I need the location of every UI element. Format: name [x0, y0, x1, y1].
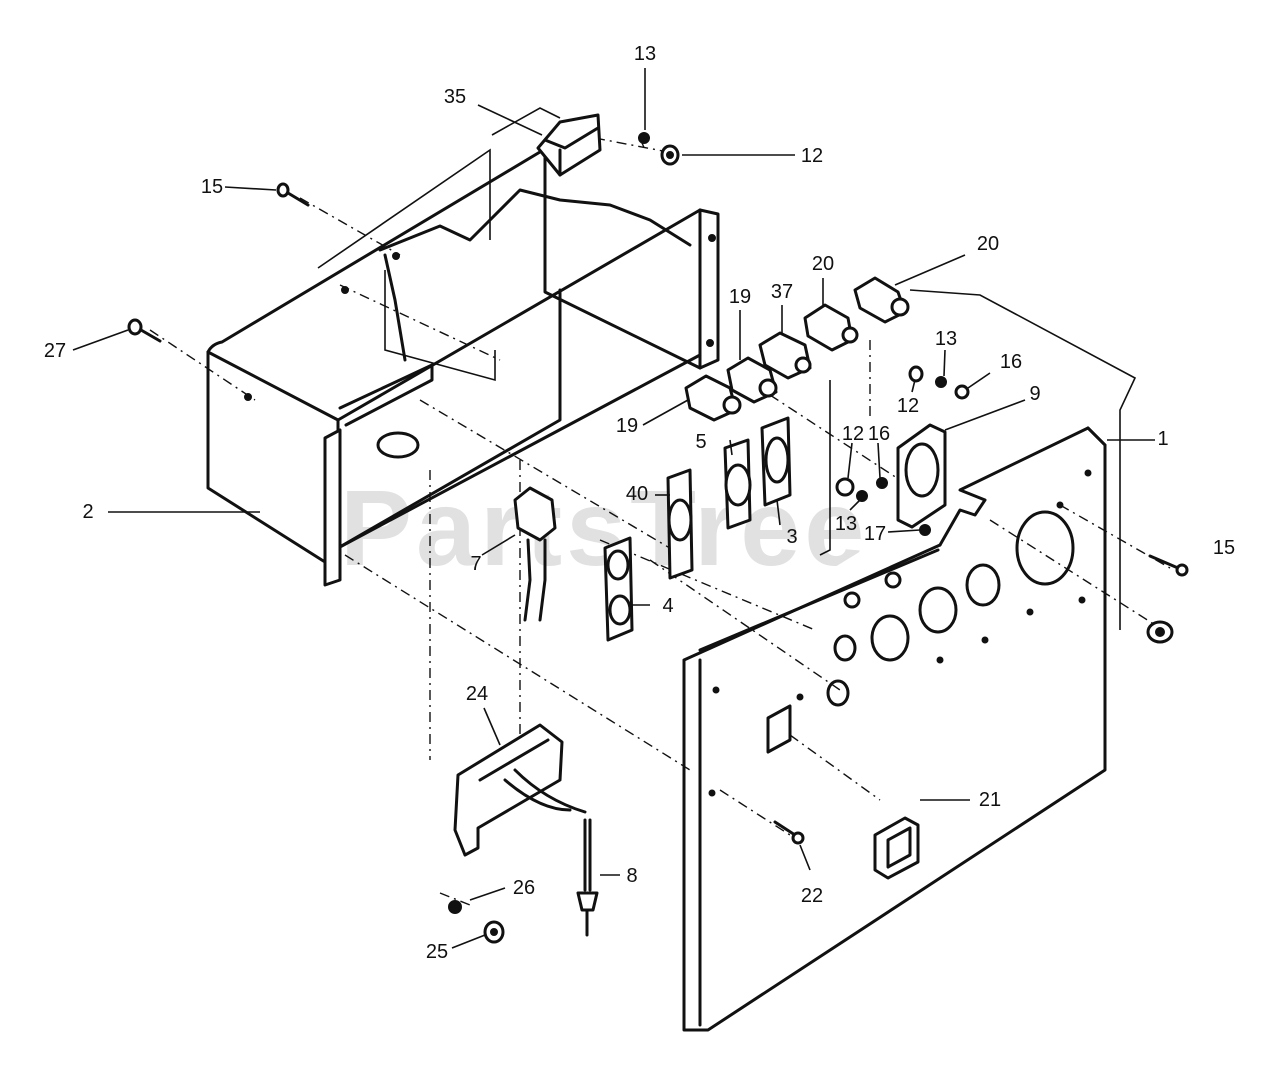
plug-20-right: [853, 276, 910, 324]
callout-37: 37: [771, 281, 793, 303]
callout-12-mid: 12: [897, 395, 919, 417]
screw-15-right: [1148, 554, 1189, 577]
callout-13-mid: 13: [935, 328, 957, 350]
callout-25: 25: [426, 941, 448, 963]
callout-13-low: 13: [835, 513, 857, 535]
washer-12-mid: [908, 365, 924, 383]
callout-7: 7: [470, 553, 481, 575]
callout-8: 8: [626, 865, 637, 887]
callout-16-low: 16: [868, 423, 890, 445]
callout-24: 24: [466, 683, 488, 705]
callout-15-left: 15: [201, 176, 223, 198]
washer-12-low: [835, 477, 855, 497]
washer-25: [483, 920, 505, 944]
screw-22: [773, 820, 805, 845]
callout-13-top: 13: [634, 43, 656, 65]
outlet-40: [666, 468, 694, 580]
grommet-right: [1146, 620, 1174, 644]
connector-7: [513, 486, 557, 622]
circuit-breaker-35: [536, 113, 602, 177]
plug-37: [758, 331, 812, 380]
leader-lines: [72, 68, 1155, 949]
callout-16-mid: 16: [1000, 351, 1022, 373]
washer-16-mid: [954, 384, 970, 400]
callout-19-upper: 19: [729, 286, 751, 308]
callout-5: 5: [695, 431, 706, 453]
plug-20-left: [803, 303, 859, 352]
callout-35: 35: [444, 86, 466, 108]
callout-17: 17: [864, 523, 886, 545]
callout-3: 3: [786, 526, 797, 548]
callout-40: 40: [626, 483, 648, 505]
screw-27: [127, 318, 162, 343]
callout-22: 22: [801, 885, 823, 907]
nut-26: [448, 900, 462, 914]
callout-labels: 13 35 12 15 20 20 37 19 13 16 27 12 9 19…: [44, 43, 1235, 963]
callout-20-left: 20: [812, 253, 834, 275]
housing-box: [206, 107, 720, 587]
callout-12-low: 12: [842, 423, 864, 445]
nut-13-low: [856, 490, 868, 502]
callout-12-top: 12: [801, 145, 823, 167]
nut-13-mid: [935, 376, 947, 388]
board-24: [453, 723, 587, 857]
wire-lead-8: [576, 818, 599, 937]
washer-12-top: [660, 144, 680, 166]
callout-26: 26: [513, 877, 535, 899]
callout-4: 4: [662, 595, 673, 617]
plug-19-lower: [684, 374, 742, 422]
nut-17: [919, 524, 931, 536]
switch-21: [873, 816, 920, 880]
nut-16-low: [876, 477, 888, 489]
callout-21: 21: [979, 789, 1001, 811]
outlet-3: [760, 416, 792, 507]
callout-20-right: 20: [977, 233, 999, 255]
outlet-5: [723, 438, 752, 530]
screw-15-left: [276, 182, 310, 207]
meter-9: [896, 423, 947, 529]
callout-2: 2: [82, 501, 93, 523]
callout-1: 1: [1157, 428, 1168, 450]
callout-27: 27: [44, 340, 66, 362]
control-panel: [682, 426, 1107, 1032]
callout-15-right: 15: [1213, 537, 1235, 559]
callout-9: 9: [1029, 383, 1040, 405]
outlet-4: [603, 536, 634, 642]
nut-13-top: [638, 132, 650, 144]
callout-19-lower: 19: [616, 415, 638, 437]
